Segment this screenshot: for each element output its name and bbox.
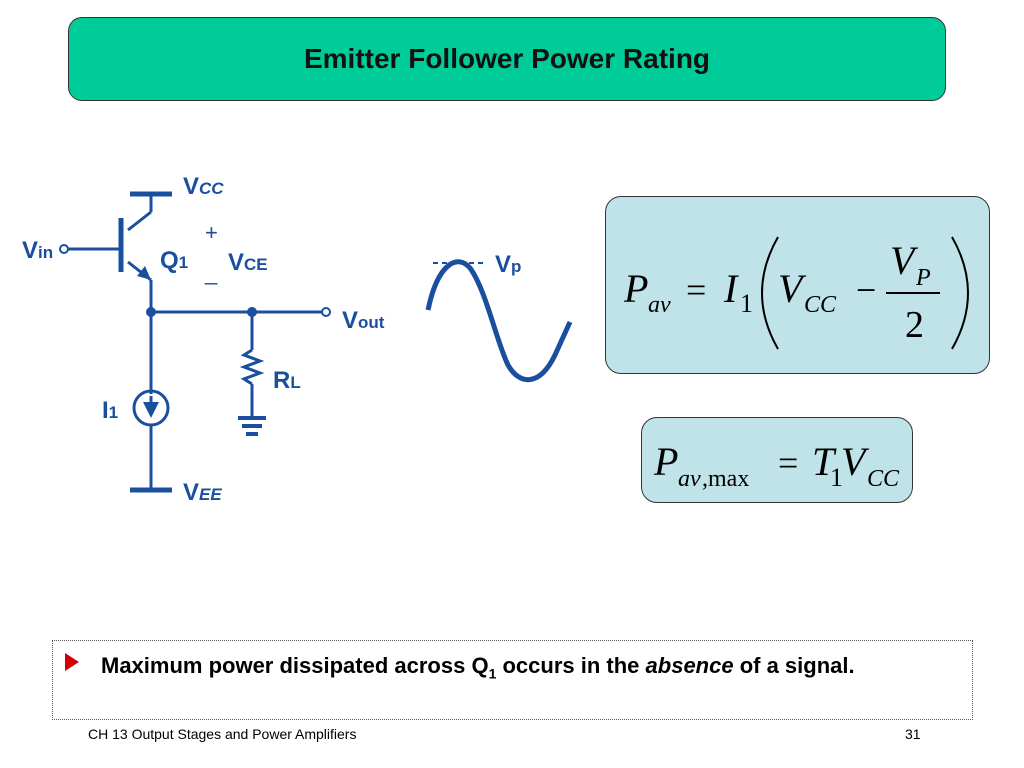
i1-label: I1 — [102, 397, 118, 424]
svg-text:T: T — [812, 439, 837, 484]
svg-text:P: P — [623, 266, 648, 311]
svg-text:I: I — [723, 266, 739, 311]
footer-course-title: CH 13 Output Stages and Power Amplifiers — [88, 726, 357, 742]
bullet-text: Maximum power dissipated across Q1 occur… — [101, 653, 855, 682]
current-arrow — [143, 402, 159, 418]
circuit-wires — [68, 191, 322, 493]
vp-label: Vp — [495, 251, 521, 278]
node-dot — [247, 307, 257, 317]
bullet-arrow-icon — [65, 653, 79, 671]
right-paren — [951, 236, 969, 350]
svg-text:P: P — [653, 439, 678, 484]
vin-terminal — [59, 244, 69, 254]
emitter-arrow — [137, 266, 151, 280]
svg-text:av: av — [678, 466, 701, 492]
average-power-equation-box: P av = I 1 V CC − V P 2 — [605, 196, 990, 374]
vce-label: VCE — [228, 249, 268, 276]
output-waveform — [425, 259, 573, 383]
footer-page-number: 31 — [905, 726, 921, 742]
svg-text:CC: CC — [867, 466, 900, 492]
vout-terminal — [321, 307, 331, 317]
emitter-follower-circuit: VCC + _ VCE Vin Q1 Vout RL I1 VEE Vp — [22, 173, 573, 506]
svg-text:=: = — [686, 270, 706, 310]
svg-text:1: 1 — [740, 289, 753, 318]
bullet-box: Maximum power dissipated across Q1 occur… — [52, 640, 973, 720]
plus-sign: + — [205, 220, 218, 245]
circuit-marks — [137, 266, 257, 418]
svg-text:,max: ,max — [702, 466, 749, 492]
average-power-equation: P av = I 1 V CC − V P 2 — [623, 236, 969, 350]
vcc-label: VCC — [183, 173, 224, 200]
max-power-equation: P av ,max = T 1 V CC — [653, 439, 900, 492]
vin-label: Vin — [22, 237, 53, 264]
node-dot — [146, 307, 156, 317]
svg-text:=: = — [778, 443, 798, 483]
svg-text:−: − — [856, 270, 876, 310]
minus-sign: _ — [204, 260, 218, 285]
svg-text:1: 1 — [830, 463, 843, 492]
vee-label: VEE — [183, 479, 222, 506]
rl-label: RL — [273, 367, 301, 394]
q1-label: Q1 — [160, 247, 188, 274]
svg-text:av: av — [648, 292, 671, 318]
svg-text:V: V — [890, 238, 919, 283]
vout-label: Vout — [342, 307, 385, 334]
svg-text:V: V — [778, 266, 807, 311]
left-paren — [761, 236, 779, 350]
svg-text:2: 2 — [905, 304, 924, 346]
svg-text:P: P — [915, 265, 931, 291]
svg-text:CC: CC — [804, 292, 837, 318]
max-power-equation-box: P av ,max = T 1 V CC — [641, 417, 913, 503]
slide-title: Emitter Follower Power Rating — [303, 43, 711, 74]
svg-text:V: V — [841, 439, 870, 484]
title-banner: Emitter Follower Power Rating — [68, 17, 946, 101]
